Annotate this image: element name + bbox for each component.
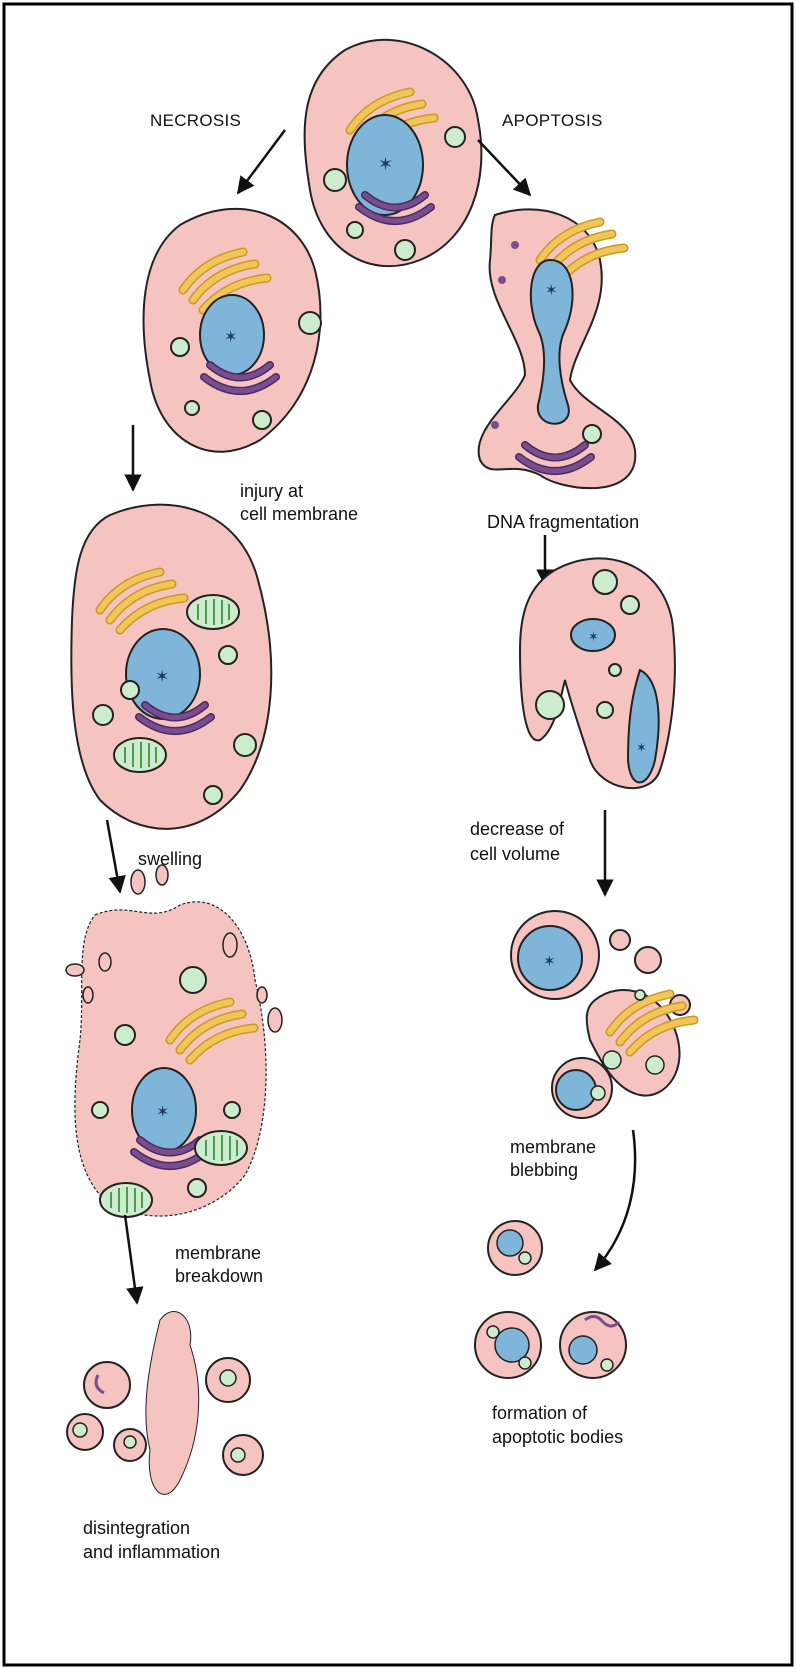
normal-cell: ✶ — [305, 40, 482, 266]
apoptosis-cell-decrease-volume: ✶ ✶ — [520, 558, 675, 788]
svg-text:✶: ✶ — [156, 1102, 169, 1121]
label-dna-fragmentation: DNA fragmentation — [487, 512, 639, 532]
apoptosis-cell-blebbing: ✶ — [511, 911, 694, 1118]
svg-text:✶: ✶ — [545, 281, 558, 299]
label-bodies-line1: formation of — [492, 1403, 588, 1423]
arrow-swelling-to-breakdown — [107, 820, 120, 892]
arrow-blebbing-to-bodies — [595, 1130, 635, 1270]
label-blebbing-line1: membrane — [510, 1137, 596, 1157]
svg-text:✶: ✶ — [636, 741, 647, 756]
header-necrosis: NECROSIS — [150, 111, 241, 130]
label-disintegration-line1: disintegration — [83, 1518, 190, 1538]
necrosis-cell-breakdown: ✶ — [66, 865, 282, 1217]
apoptosis-cell-dna-fragmentation: ✶ — [479, 209, 636, 488]
svg-text:✶: ✶ — [224, 327, 237, 346]
arrow-breakdown-to-disintegration — [125, 1215, 137, 1303]
label-swelling: swelling — [138, 849, 202, 869]
arrow-normal-to-injury — [238, 130, 285, 193]
label-disintegration-line2: and inflammation — [83, 1542, 220, 1562]
svg-text:✶: ✶ — [155, 667, 169, 687]
label-bodies-line2: apoptotic bodies — [492, 1427, 623, 1447]
label-blebbing-line2: blebbing — [510, 1160, 578, 1180]
label-injury-line2: cell membrane — [240, 504, 358, 524]
svg-text:✶: ✶ — [378, 154, 393, 175]
arrow-normal-to-dna-fragmentation — [478, 140, 530, 195]
necrosis-disintegration — [67, 1311, 263, 1494]
svg-text:✶: ✶ — [588, 630, 599, 645]
necrosis-cell-swelling: ✶ — [71, 505, 271, 829]
label-decrease-line2: cell volume — [470, 844, 560, 864]
label-breakdown-line1: membrane — [175, 1243, 261, 1263]
header-apoptosis: APOPTOSIS — [502, 111, 603, 130]
label-breakdown-line2: breakdown — [175, 1266, 263, 1286]
label-injury-line1: injury at — [240, 481, 303, 501]
apoptotic-bodies — [475, 1221, 626, 1378]
label-decrease-line1: decrease of — [470, 819, 565, 839]
necrosis-cell-injury: ✶ — [144, 209, 321, 452]
svg-text:✶: ✶ — [543, 952, 556, 970]
